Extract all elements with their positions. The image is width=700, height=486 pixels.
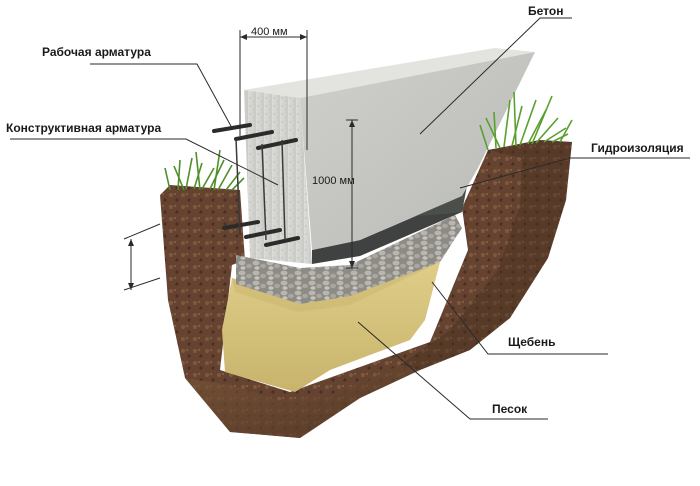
soil-bottom [185, 365, 420, 438]
concrete-top-face [244, 48, 535, 98]
label-waterproofing: Гидроизоляция [591, 141, 684, 155]
label-crushed-stone: Щебень [508, 335, 556, 349]
label-sand: Песок [492, 402, 528, 416]
grass-left [164, 149, 245, 191]
rebar-structural [222, 220, 300, 247]
dimension-arrowheads [128, 34, 355, 290]
dimension-width-label: 400 мм [251, 26, 288, 38]
grass-right [479, 91, 573, 151]
dimension-lines [123, 30, 358, 291]
dimension-height-label: 1000 мм [312, 175, 355, 187]
rebar-working [212, 123, 298, 150]
leader-lines [10, 17, 690, 420]
label-working-rebar: Рабочая арматура [42, 45, 151, 59]
concrete-side-face [300, 52, 535, 250]
soil-trench-shade [400, 140, 572, 370]
label-structural-rebar: Конструктивная арматура [6, 121, 162, 135]
label-concrete: Бетон [528, 4, 564, 18]
soil-trench [160, 140, 572, 438]
rebar-ties [235, 138, 286, 241]
gravel-layer [236, 215, 462, 304]
